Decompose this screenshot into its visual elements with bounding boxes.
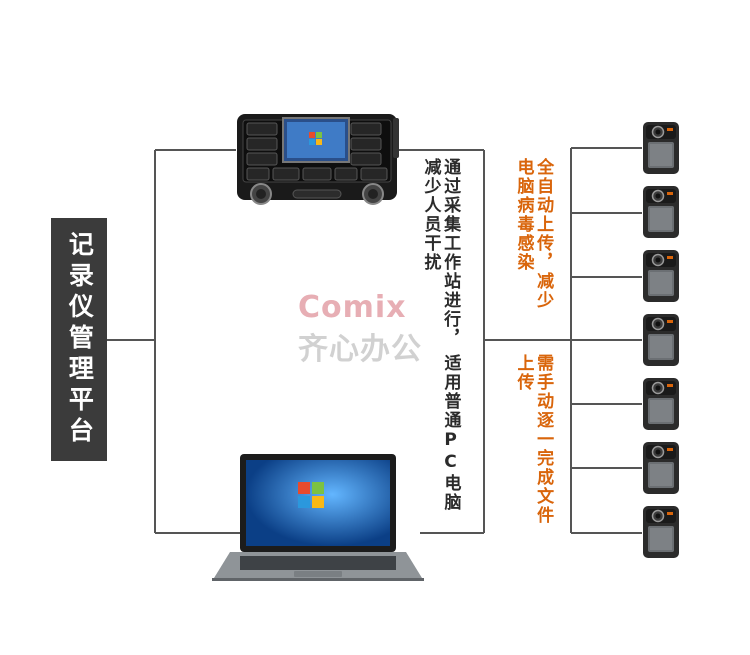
body-camera-icon xyxy=(643,250,679,302)
body-camera-icon xyxy=(643,186,679,238)
windows-logo-icon xyxy=(309,132,322,145)
watermark-subtitle: 齐心办公 xyxy=(298,332,422,367)
body-camera-icon xyxy=(643,442,679,494)
watermark: Comix 齐心办公 xyxy=(298,290,448,367)
workstation-caption: 通过采集工作站进行，减少人员干扰 xyxy=(420,158,461,348)
body-camera-icon xyxy=(643,314,679,366)
pc-caption: 适用普通PC电脑 xyxy=(440,354,461,512)
laptop-pc-image xyxy=(212,454,424,581)
windows-logo-icon xyxy=(298,482,324,508)
manual-upload-caption: 需手动逐一完成文件上传 xyxy=(513,354,554,525)
platform-label: 记录仪管理平台 xyxy=(65,231,95,448)
body-camera-icon xyxy=(643,122,679,174)
platform-box: 记录仪管理平台 xyxy=(51,218,107,461)
auto-upload-caption: 全自动上传，减少电脑病毒感染 xyxy=(513,158,554,310)
body-camera-icon xyxy=(643,378,679,430)
collection-workstation-image xyxy=(237,114,399,205)
watermark-logo: Comix xyxy=(298,290,407,325)
body-camera-icon xyxy=(643,506,679,558)
